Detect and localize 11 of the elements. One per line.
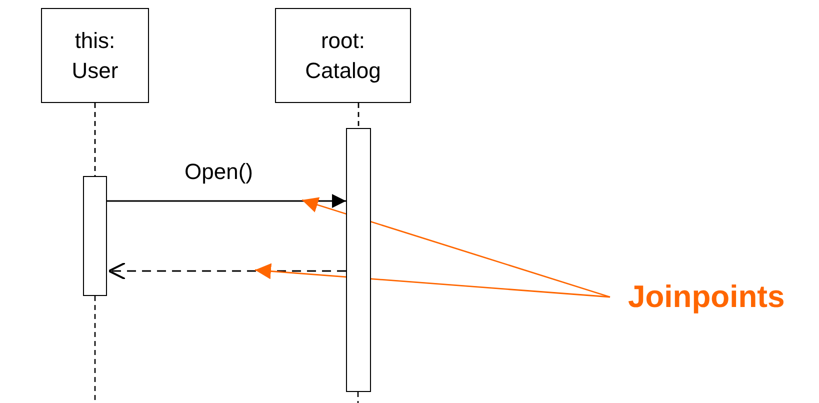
lifeline: [358, 103, 360, 128]
object-box: root: Catalog: [275, 8, 411, 103]
activation-bar: [83, 176, 107, 296]
activation-bar: [346, 128, 371, 392]
lifeline: [94, 103, 96, 176]
callout-text: Joinpoints: [610, 276, 818, 318]
message-arrow: [107, 194, 346, 208]
leader-line: [254, 263, 610, 298]
return-arrow: [108, 262, 346, 280]
object-box: this: User: [41, 8, 149, 103]
leader-line: [302, 197, 610, 298]
